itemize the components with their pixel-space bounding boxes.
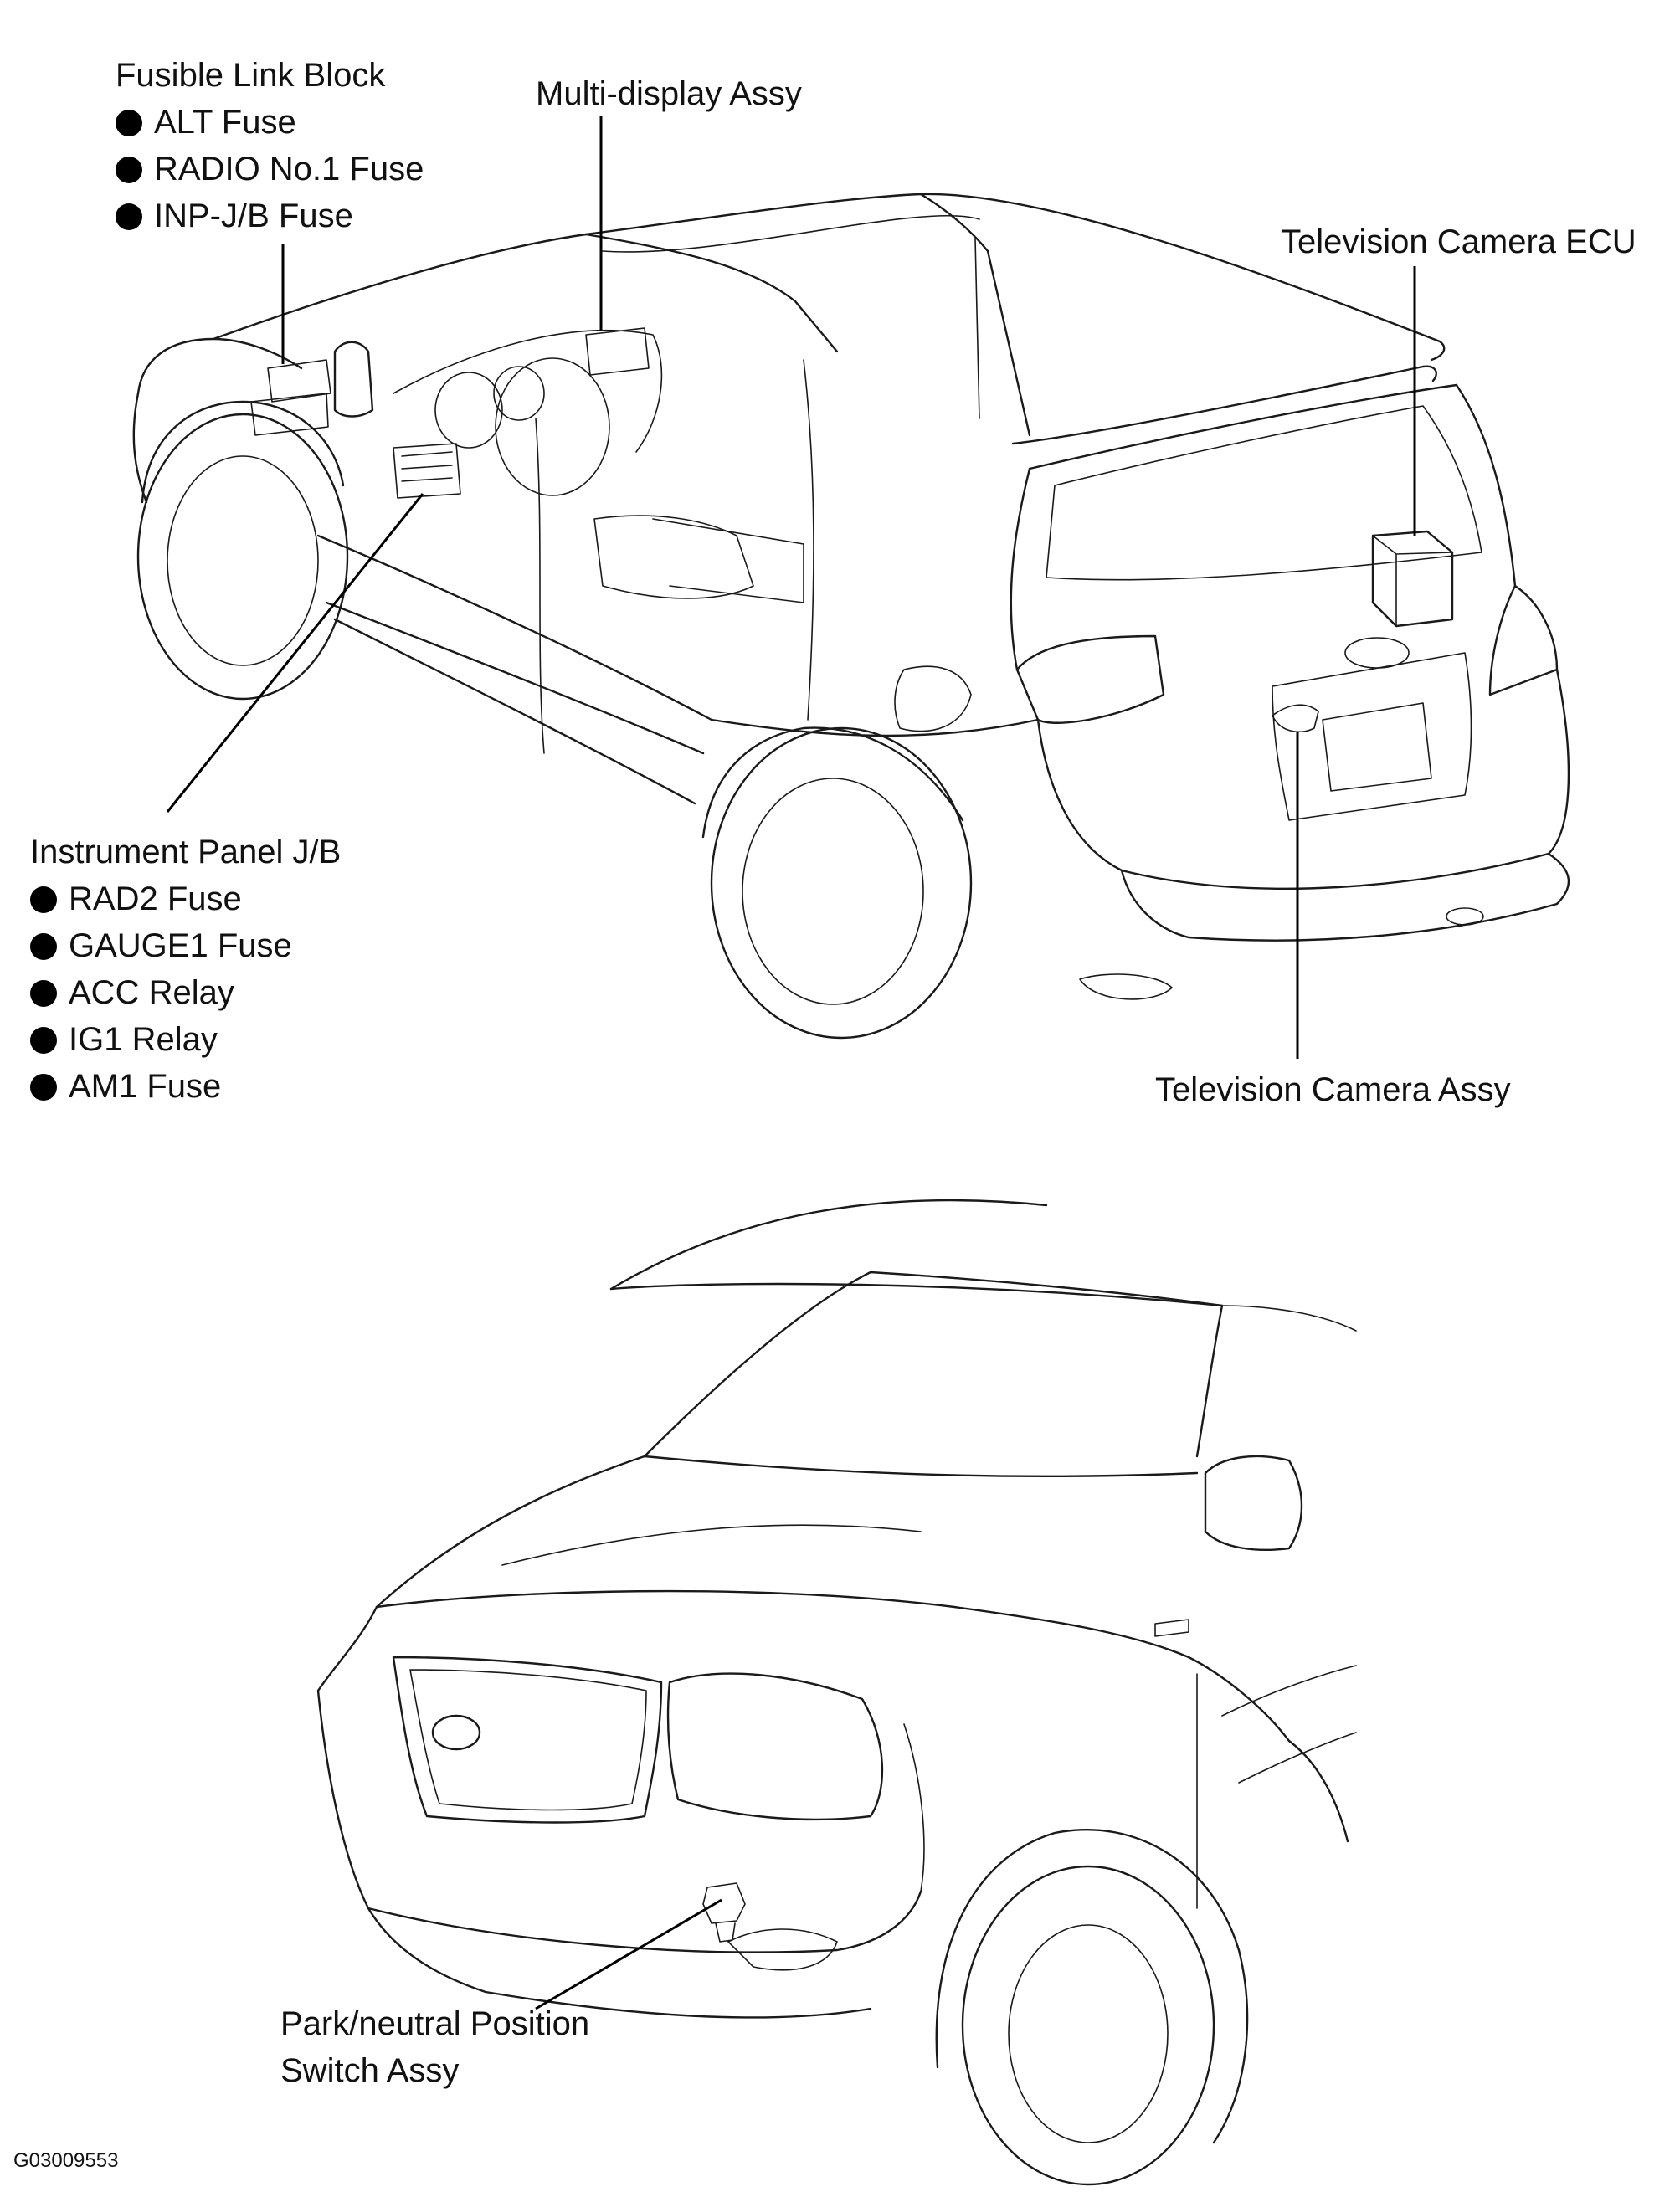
instrument-panel-item: ACC Relay [30,969,341,1016]
park-neutral-label-line2: Switch Assy [280,2052,460,2089]
bullet-icon [30,1027,57,1054]
bullet-icon [116,157,142,183]
instrument-panel-jb-callout: Instrument Panel J/B RAD2 Fuse GAUGE1 Fu… [30,829,341,1110]
rear-view-vehicle [132,193,1570,1040]
park-neutral-callout: Park/neutral Position Switch Assy [280,2000,589,2094]
fusible-link-item: ALT Fuse [116,99,424,146]
instrument-panel-item: AM1 Fuse [30,1063,341,1110]
instrument-panel-item: IG1 Relay [30,1016,341,1063]
fusible-link-item: RADIO No.1 Fuse [116,146,424,193]
instrument-panel-item: RAD2 Fuse [30,875,341,922]
bullet-icon [30,933,57,960]
tv-camera-assy-label: Television Camera Assy [1155,1071,1511,1108]
instrument-panel-jb-title: Instrument Panel J/B [30,834,342,870]
front-view-vehicle [316,1199,1357,2186]
fusible-link-block-callout: Fusible Link Block ALT Fuse RADIO No.1 F… [116,52,424,239]
multi-display-label: Multi-display Assy [536,75,802,112]
park-neutral-label-line1: Park/neutral Position [280,2005,590,2042]
instrument-panel-item: GAUGE1 Fuse [30,922,341,969]
figure-id: G03009553 [13,2149,119,2172]
tv-camera-ecu-label: Television Camera ECU [1281,223,1636,260]
bullet-icon [30,1074,57,1101]
leader-park-neutral-switch [535,1898,722,2010]
bullet-icon [116,110,142,136]
leader-instrument-panel-jb [166,493,424,813]
leader-lines [166,116,1416,2010]
bullet-icon [116,203,142,230]
fusible-link-block-title: Fusible Link Block [116,57,386,94]
bullet-icon [30,886,57,913]
fusible-link-item: INP-J/B Fuse [116,193,424,239]
bullet-icon [30,980,57,1007]
